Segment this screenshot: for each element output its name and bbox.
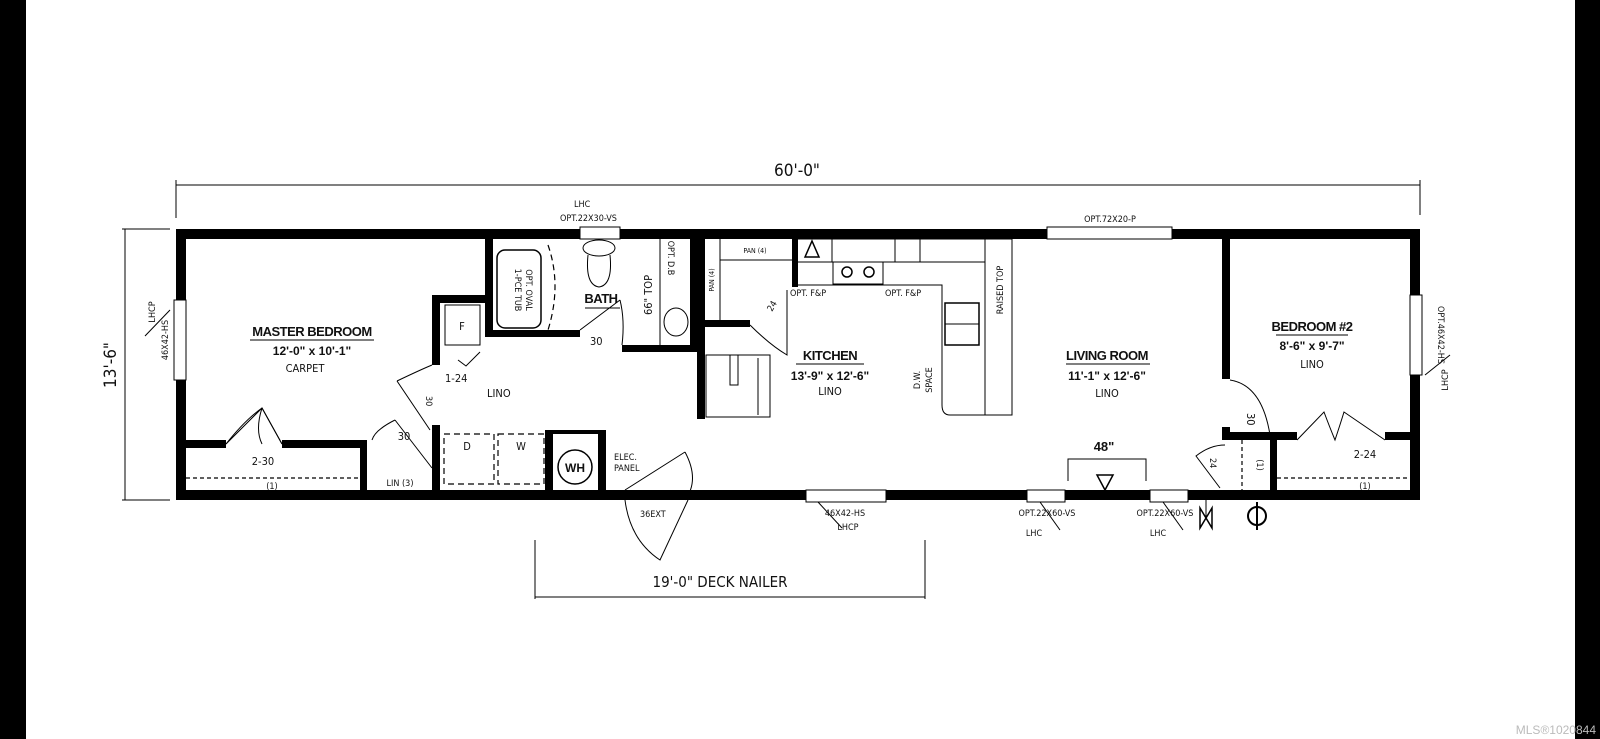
svg-text:24: 24 bbox=[766, 300, 780, 314]
svg-text:OPT. OVAL: OPT. OVAL bbox=[523, 269, 533, 311]
svg-text:MASTER BEDROOM: MASTER BEDROOM bbox=[252, 324, 371, 339]
watermark: MLS®1020844 bbox=[1515, 723, 1596, 737]
dimension-width: 13'-6" bbox=[101, 228, 170, 501]
svg-text:(1): (1) bbox=[1359, 482, 1370, 492]
svg-text:36EXT: 36EXT bbox=[640, 510, 666, 520]
hall-area: F 1-24 LINO D W WH ELEC. PANEL bbox=[443, 304, 640, 485]
svg-text:BATH: BATH bbox=[584, 291, 617, 306]
svg-text:66" TOP: 66" TOP bbox=[642, 275, 655, 315]
svg-text:BEDROOM #2: BEDROOM #2 bbox=[1272, 319, 1353, 334]
svg-text:LHC: LHC bbox=[1150, 529, 1167, 539]
svg-text:OPT.22X60-VS: OPT.22X60-VS bbox=[1137, 509, 1194, 519]
svg-text:LINO: LINO bbox=[1300, 358, 1324, 371]
svg-text:1-PCE TUB: 1-PCE TUB bbox=[512, 269, 522, 312]
svg-text:48": 48" bbox=[1094, 439, 1115, 454]
window-bath-top: LHC OPT.22X30-VS bbox=[560, 200, 621, 240]
svg-text:2-30: 2-30 bbox=[252, 455, 274, 468]
svg-text:46X42-HS: 46X42-HS bbox=[161, 320, 171, 360]
room-living: LIVING ROOM 11'-1" x 12'-6" LINO 48" bbox=[1066, 348, 1150, 492]
window-master-hand: LHCP bbox=[148, 301, 158, 322]
width-label: 13'-6" bbox=[101, 342, 121, 388]
svg-text:30: 30 bbox=[423, 396, 433, 406]
svg-text:LHCP: LHCP bbox=[1441, 369, 1451, 390]
window-kitchen-bottom: 46X42-HS LHCP bbox=[805, 489, 887, 533]
svg-text:RAISED TOP: RAISED TOP bbox=[996, 266, 1006, 315]
svg-text:OPT.22X60-VS: OPT.22X60-VS bbox=[1019, 509, 1076, 519]
svg-text:OPT. F&P: OPT. F&P bbox=[885, 289, 921, 299]
room-bedroom-2: BEDROOM #2 8'-6" x 9'-7" LINO 30 2-24 (1… bbox=[1195, 319, 1410, 492]
window-bedroom2-right: OPT.46X42-HS LHCP bbox=[1409, 294, 1451, 391]
svg-text:LHC: LHC bbox=[1026, 529, 1043, 539]
room-bath: 1-PCE TUB OPT. OVAL BATH 30 66" TOP OPT.… bbox=[496, 239, 689, 348]
svg-text:12'-0" x 10'-1": 12'-0" x 10'-1" bbox=[273, 344, 351, 358]
svg-text:LHC: LHC bbox=[574, 200, 591, 210]
master-closet: 2-30 (1) 30 30 LIN (3) bbox=[186, 364, 433, 492]
svg-text:30: 30 bbox=[398, 430, 411, 443]
valve-icon bbox=[1199, 500, 1213, 531]
svg-text:WH: WH bbox=[565, 461, 585, 475]
dimension-length: 60'-0" bbox=[175, 161, 1421, 218]
dimension-deck: 19'-0" DECK NAILER bbox=[534, 540, 926, 599]
svg-text:8'-6" x 9'-7": 8'-6" x 9'-7" bbox=[1279, 339, 1344, 353]
svg-text:ELEC.: ELEC. bbox=[614, 453, 637, 463]
svg-text:1-24: 1-24 bbox=[445, 372, 467, 385]
svg-text:(1): (1) bbox=[1254, 459, 1264, 470]
svg-text:2-24: 2-24 bbox=[1354, 448, 1376, 461]
window-living-bottom-1: OPT.22X60-VS LHC bbox=[1019, 489, 1076, 539]
svg-text:30: 30 bbox=[1244, 413, 1257, 426]
interior-walls bbox=[186, 239, 1410, 490]
svg-text:24: 24 bbox=[1207, 458, 1217, 468]
room-kitchen: PAN (4) PAN (4) 24 OPT. F&P OPT. F&P RAI… bbox=[705, 238, 1013, 418]
svg-text:W: W bbox=[516, 440, 526, 453]
svg-text:OPT.72X20-P: OPT.72X20-P bbox=[1084, 215, 1136, 225]
svg-text:SPACE: SPACE bbox=[925, 367, 935, 393]
svg-text:LHCP: LHCP bbox=[837, 523, 858, 533]
svg-text:PAN (4): PAN (4) bbox=[708, 268, 716, 291]
svg-text:F: F bbox=[459, 320, 465, 333]
svg-text:11'-1" x 12'-6": 11'-1" x 12'-6" bbox=[1068, 369, 1146, 383]
window-master-left: 46X42-HS bbox=[144, 299, 187, 381]
svg-text:OPT.46X42-HS: OPT.46X42-HS bbox=[1435, 306, 1445, 364]
svg-text:D: D bbox=[463, 440, 471, 453]
deck-label: 19'-0" DECK NAILER bbox=[652, 573, 787, 591]
svg-text:CARPET: CARPET bbox=[286, 362, 326, 375]
window-living-top: OPT.72X20-P bbox=[1046, 215, 1173, 240]
svg-text:PAN (4): PAN (4) bbox=[743, 247, 766, 255]
svg-text:46X42-HS: 46X42-HS bbox=[825, 509, 865, 519]
window-living-bottom-2: OPT.22X60-VS LHC bbox=[1137, 489, 1194, 539]
svg-text:LIN (3): LIN (3) bbox=[387, 479, 414, 489]
svg-text:D.W.: D.W. bbox=[913, 371, 923, 389]
svg-text:LIVING ROOM: LIVING ROOM bbox=[1066, 348, 1148, 363]
svg-text:KITCHEN: KITCHEN bbox=[803, 348, 857, 363]
svg-text:13'-9" x 12'-6": 13'-9" x 12'-6" bbox=[791, 369, 869, 383]
exterior-door: 36EXT bbox=[624, 451, 693, 561]
svg-text:LINO: LINO bbox=[487, 387, 511, 400]
drawing-sheet bbox=[26, 0, 1575, 739]
room-master-bedroom: MASTER BEDROOM 12'-0" x 10'-1" CARPET bbox=[250, 324, 374, 375]
svg-text:OPT. D.B: OPT. D.B bbox=[665, 241, 675, 276]
svg-text:LINO: LINO bbox=[818, 385, 842, 398]
svg-text:LINO: LINO bbox=[1095, 387, 1119, 400]
length-label: 60'-0" bbox=[774, 161, 820, 181]
svg-text:(1): (1) bbox=[266, 482, 277, 492]
svg-text:OPT. F&P: OPT. F&P bbox=[790, 289, 826, 299]
svg-text:PANEL: PANEL bbox=[614, 464, 640, 474]
svg-text:30: 30 bbox=[590, 335, 603, 348]
meter-icon bbox=[1247, 502, 1267, 530]
svg-text:OPT.22X30-VS: OPT.22X30-VS bbox=[560, 214, 617, 224]
